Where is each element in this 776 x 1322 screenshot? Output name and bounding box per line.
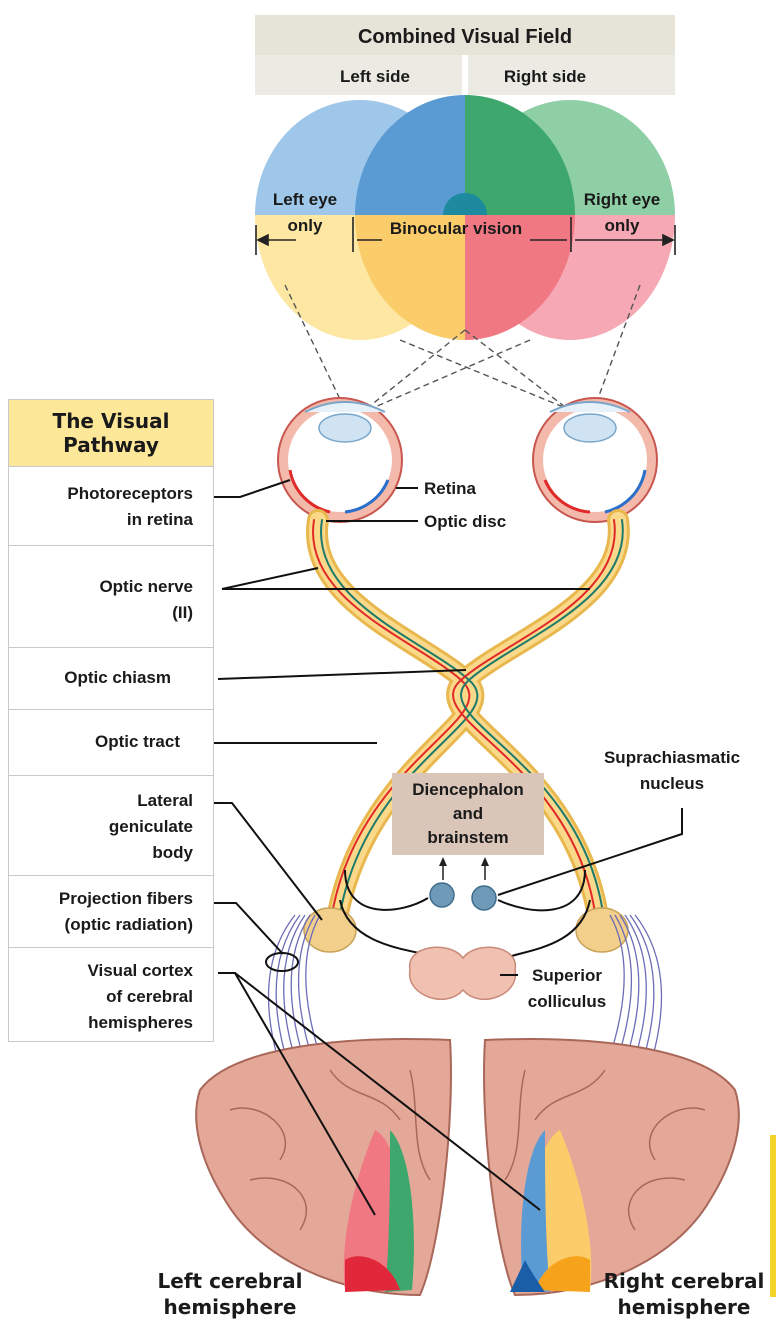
lateral-geniculate-label-3: body [152, 843, 193, 862]
photoreceptors-label-1: Photoreceptors [67, 484, 193, 503]
left-side-label: Left side [340, 67, 410, 86]
diencephalon-label-3: brainstem [427, 828, 508, 847]
suprachiasmatic-label-2: nucleus [640, 774, 704, 793]
projection-fibers-label-1: Projection fibers [58, 889, 193, 908]
superior-colliculus [409, 946, 516, 1000]
left-hemisphere-caption: Left cerebral hemisphere [150, 1268, 310, 1320]
field-side-header-left [255, 55, 462, 95]
suprachiasmatic-label-1: Suprachiasmatic [604, 748, 740, 767]
left-lateral-geniculate-body [303, 907, 357, 953]
field-header-band [255, 15, 675, 55]
retina-label: Retina [424, 479, 477, 498]
right-lateral-geniculate-body [575, 907, 629, 953]
diencephalon-label-1: Diencephalon [412, 780, 523, 799]
fovea-center [443, 193, 487, 215]
combined-visual-field: Combined Visual Field Left side Right si… [255, 15, 676, 431]
right-eye-only-label-2: only [605, 216, 640, 235]
superior-colliculus-label-2: colliculus [528, 992, 606, 1011]
superior-colliculus-label-1: Superior [532, 966, 602, 985]
panel-row-optic-tract: Optic tract [8, 710, 214, 776]
field-dimension-arrows [255, 217, 676, 255]
binocular-vision-label: Binocular vision [390, 219, 522, 238]
optic-disc-label: Optic disc [424, 512, 506, 531]
optic-nerve-label-2: (II) [172, 603, 193, 622]
edge-accent-bar [770, 1135, 776, 1297]
suprachiasmatic-nuclei [429, 857, 497, 911]
visual-pathway-panel-title: The Visual Pathway [8, 399, 214, 467]
panel-title-line-1: The Visual [52, 409, 170, 433]
field-side-header-right [468, 55, 675, 95]
left-eye-only-label-2: only [288, 216, 323, 235]
right-hemisphere-caption-2: hemisphere [617, 1295, 751, 1319]
diencephalon-box [392, 773, 544, 855]
left-hemisphere-caption-1: Left cerebral [157, 1269, 303, 1293]
lateral-geniculate-label-2: geniculate [108, 817, 193, 836]
optic-chiasm-label: Optic chiasm [64, 668, 171, 687]
right-hemisphere-caption: Right cerebral hemisphere [596, 1268, 772, 1320]
right-cerebral-hemisphere [483, 1038, 740, 1297]
optic-nerve-label-1: Optic nerve [99, 577, 193, 596]
visual-cortex-label-3: hemispheres [88, 1013, 193, 1032]
right-side-label: Right side [504, 67, 586, 86]
photoreceptors-label-2: in retina [126, 510, 193, 529]
panel-row-optic-chiasm: Optic chiasm [8, 648, 214, 710]
panel-title-line-2: Pathway [63, 433, 159, 457]
right-eyeball [532, 397, 658, 523]
left-eyeball [277, 397, 403, 523]
projection-fibers-label-2: (optic radiation) [64, 915, 193, 934]
lateral-geniculate-label-1: Lateral [137, 791, 193, 810]
right-hemisphere-caption-1: Right cerebral [603, 1269, 765, 1293]
diencephalon-label-2: and [453, 804, 483, 823]
leader-lines [206, 479, 683, 1216]
panel-row-visual-cortex: Visual cortex of cerebral hemispheres [8, 948, 214, 1042]
panel-row-projection-fibers: Projection fibers (optic radiation) [8, 876, 214, 948]
visual-cortex-label-2: of cerebral [106, 987, 193, 1006]
visual-cortex-label-1: Visual cortex [87, 961, 193, 980]
left-hemisphere-caption-2: hemisphere [163, 1295, 297, 1319]
panel-row-lateral-geniculate: Lateral geniculate body [8, 776, 214, 876]
left-eye-only-label: Left eye [273, 190, 337, 209]
panel-row-optic-nerve: Optic nerve (II) [8, 546, 214, 648]
optic-tract-label: Optic tract [94, 732, 180, 751]
panel-row-photoreceptors: Photoreceptors in retina [8, 467, 214, 546]
visual-field-title: Combined Visual Field [358, 26, 572, 48]
left-cerebral-hemisphere [195, 1038, 452, 1297]
collateral-arrows [339, 869, 591, 961]
right-eye-only-label: Right eye [584, 190, 661, 209]
